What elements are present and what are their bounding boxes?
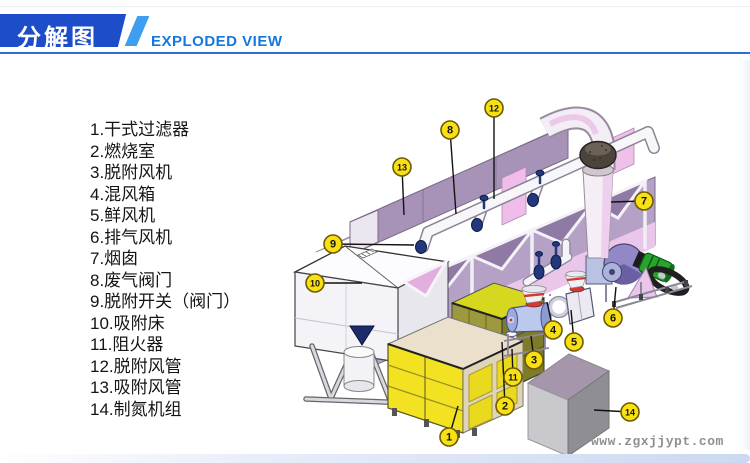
parts-list: 1.干式过滤器 2.燃烧室 3.脱附风机 4.混风箱 5.鲜风机 6.排气风机 7.烟囱 8.… [90, 119, 240, 420]
page-subtitle-en: EXPLODED VIEW [151, 33, 283, 50]
callout-9: 9 [323, 234, 343, 254]
parts-list-item-1: 1.干式过滤器 [90, 120, 190, 139]
callout-leader-8 [449, 129, 457, 215]
bed-hopper-window [400, 258, 450, 299]
watermark: www.zgxjjypt.com [591, 434, 724, 449]
bed-drum [343, 346, 375, 392]
page-title: 分解图 [17, 25, 98, 52]
parts-list-item-2: 2.燃烧室 [90, 141, 156, 161]
callout-leader-2 [501, 341, 506, 407]
fan-base [605, 280, 693, 309]
svg-text:1: 1 [446, 432, 452, 444]
svg-text:2: 2 [502, 401, 508, 413]
dry-filter-box [386, 316, 525, 438]
parts-list-item-9: 9.脱附开关（阀门） [90, 292, 241, 311]
callout-12: 12 [484, 98, 504, 118]
right-edge-fade [740, 60, 750, 450]
parts-list-item-13: 13.吸附风管 [90, 378, 182, 397]
svg-text:13: 13 [397, 163, 407, 173]
blower-funnel [521, 285, 547, 308]
callout-3: 3 [524, 350, 544, 370]
parts-list-item-14: 14.制氮机组 [90, 399, 182, 419]
parts-list-item-7: 7.烟囱 [90, 249, 139, 268]
callout-2: 2 [495, 396, 515, 416]
parts-list-item-12: 12.脱附风管 [90, 356, 182, 376]
svg-text:7: 7 [641, 196, 647, 208]
parts-list-item-4: 4.混风箱 [90, 184, 156, 204]
callout-leader-9 [332, 243, 415, 246]
callout-13: 13 [392, 157, 412, 177]
top-hairline [0, 6, 750, 7]
svg-text:10: 10 [310, 279, 320, 289]
callout-10: 10 [305, 273, 325, 293]
bottom-bar [0, 454, 750, 463]
callout-8: 8 [440, 120, 460, 140]
fresh-air-funnel [564, 270, 588, 293]
discharge-cone [349, 325, 375, 346]
callout-1: 1 [439, 427, 459, 447]
parts-list-item-8: 8.废气阀门 [90, 270, 173, 290]
svg-text:14: 14 [625, 408, 635, 418]
svg-text:3: 3 [531, 355, 537, 367]
parts-list-item-5: 5.鲜风机 [90, 206, 156, 225]
callout-5: 5 [564, 332, 584, 352]
svg-text:5: 5 [571, 337, 577, 349]
parts-list-item-10: 10.吸附床 [90, 313, 165, 333]
callout-7: 7 [634, 191, 654, 211]
svg-text:9: 9 [330, 239, 336, 251]
chimney [579, 140, 617, 259]
title-banner [0, 14, 110, 47]
elbow-pink-accent [548, 114, 599, 136]
svg-text:6: 6 [610, 313, 616, 325]
svg-text:8: 8 [447, 125, 453, 137]
svg-text:4: 4 [550, 325, 557, 337]
svg-text:12: 12 [489, 104, 499, 114]
parts-list-item-11: 11.阻火器 [90, 335, 164, 354]
mixing-valve-cluster [522, 238, 573, 287]
parts-list-item-6: 6.排气风机 [90, 227, 173, 247]
header-underline [0, 52, 750, 54]
fresh-air-fan [547, 270, 595, 325]
nitrogen-generator-box [526, 353, 611, 457]
svg-text:11: 11 [508, 373, 518, 383]
roof-hatch [357, 248, 378, 259]
callout-11: 11 [503, 367, 523, 387]
parts-list-item-3: 3.脱附风机 [90, 163, 173, 182]
callout-6: 6 [603, 308, 623, 328]
callout-4: 4 [543, 320, 563, 340]
callout-14: 14 [620, 402, 640, 422]
